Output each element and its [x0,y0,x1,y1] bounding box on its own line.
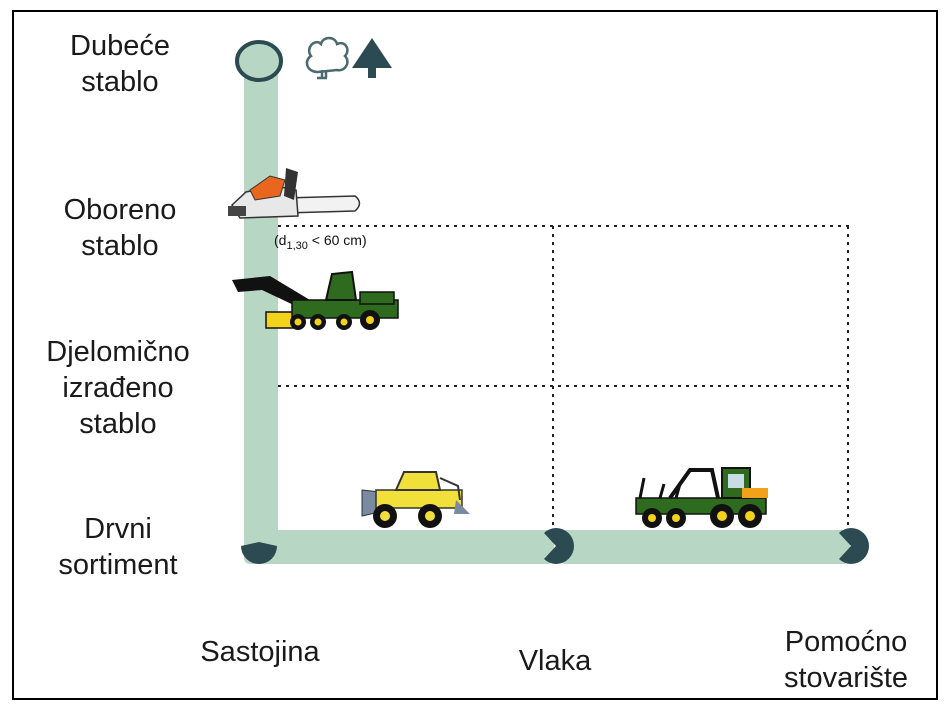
node-trail [544,528,574,564]
path-vertical [244,60,278,550]
diagram-frame [12,10,938,700]
note-prefix: (d [274,232,287,248]
note-subscript: 1,30 [286,239,308,252]
note-suffix: < 60 cm) [307,232,367,248]
diameter-note: (d1,30 < 60 cm) [274,232,367,252]
node-start [235,40,283,82]
harvester-icon [232,270,399,330]
path-horizontal-2 [560,530,850,564]
label-felled-tree: Oboreno stablo [30,192,210,264]
label-wood-assortment: Drvni sortiment [28,511,208,583]
label-landing-line1: Pomoćno [784,626,908,658]
label-assortment-line1: Drvni [84,513,152,545]
label-partial-line2: izrađeno [62,372,174,404]
label-felled-line1: Oboreno [63,194,177,226]
label-partial-line3: stablo [79,408,157,440]
label-partial-line1: Djelomično [46,336,190,368]
dotted-grid [278,225,850,530]
node-landing [839,528,869,564]
node-stand [241,542,277,564]
label-landing: Pomoćno stovarište [756,624,936,696]
label-standing-line1: Dubeće [70,30,170,62]
label-landing-line2: stovarište [783,662,909,694]
label-felled-line2: stablo [81,230,159,262]
chainsaw-icon [228,168,361,219]
path-horizontal-1 [244,530,554,564]
label-stand: Sastojina [200,636,320,668]
forwarder-icon [635,467,768,528]
label-standing-tree: Dubeće stablo [30,28,210,100]
skidder-icon [361,471,470,528]
deciduous-tree-icon [305,36,349,80]
conifer-tree-icon [352,38,392,78]
label-assortment-line2: sortiment [58,549,178,581]
label-trail: Vlaka [518,645,592,677]
label-partially-processed: Djelomično izrađeno stablo [28,334,208,442]
label-standing-line2: stablo [81,66,159,98]
